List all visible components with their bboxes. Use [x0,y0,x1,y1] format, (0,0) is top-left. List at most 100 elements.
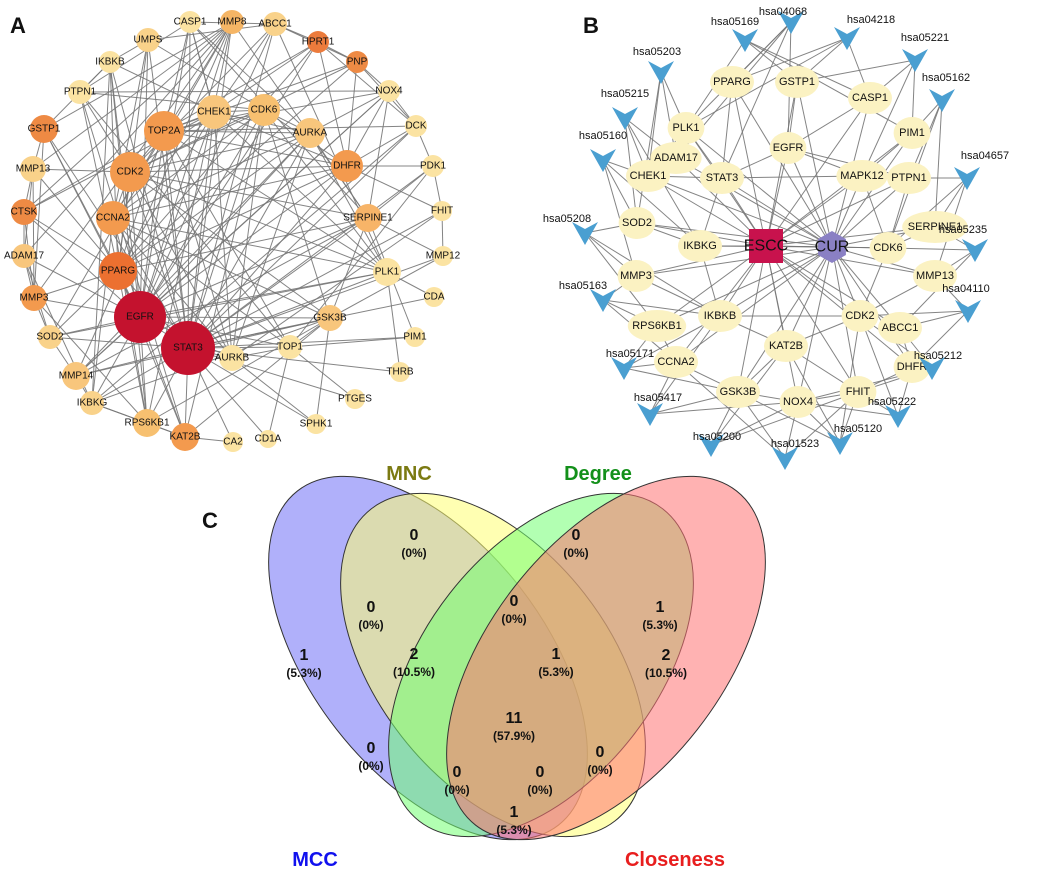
node-a-top1: TOP1 [277,335,303,359]
panel-label-a: A [10,13,26,38]
node-b-shape [732,29,758,52]
node-a-label: ABCC1 [258,19,292,30]
edge-a [187,111,215,349]
venn-region: 0(0%) [358,740,383,773]
node-a-aurka: AURKA [293,118,328,148]
edge-b [731,81,833,248]
node-b-label: PPARG [713,76,751,88]
node-b-shape [648,61,674,84]
edge-b [636,71,662,224]
node-b-shape [913,260,957,292]
node-a-label: GSK3B [313,313,347,324]
edge-a [112,217,388,273]
node-b-shape [955,300,981,323]
node-a-label: PDK1 [420,161,447,172]
node-a-shape [179,11,201,33]
node-b-label: SOD2 [622,217,652,229]
edge-a [231,21,369,219]
venn-region: 0(0%) [501,593,526,626]
node-a-shape [99,252,137,290]
venn-region: 0(0%) [527,764,552,797]
venn-region-percent: (0%) [563,546,588,560]
node-a-shape [307,31,329,53]
node-a-cda: CDA [423,287,445,307]
node-a-shape [80,391,104,415]
node-a-label: DHFR [333,161,361,172]
edge-a [317,41,348,167]
node-a-shape [331,150,363,182]
node-a-pim1: PIM1 [403,327,427,347]
node-a-mmp3: MMP3 [20,285,49,311]
node-b-label: PIM1 [899,127,925,139]
node-a-shape [295,118,325,148]
node-b-egfr: EGFR [769,132,807,164]
edge-b [647,71,662,177]
node-b-shape [902,211,968,243]
edge-a [147,39,265,111]
edge-b [721,21,792,179]
edge-a [117,270,148,424]
venn-region-count: 0 [410,527,419,544]
edge-a [117,41,319,272]
venn-region-count: 0 [367,599,376,616]
edge-b [765,97,871,247]
node-b-hsa05417: hsa05417 [634,392,682,426]
node-b-label: CUR [815,239,850,256]
node-a-dhfr: DHFR [331,150,363,182]
venn-region-count: 1 [300,647,309,664]
node-a-shape [161,321,215,375]
venn-set-closeness [446,475,766,841]
edge-a [129,132,311,173]
node-b-shape [626,160,670,192]
edge-b [656,246,833,327]
venn-region-counts: 0(0%)0(0%)1(5.3%)0(0%)0(0%)1(5.3%)2(10.5… [286,527,687,837]
node-a-shape [306,414,326,434]
node-b-shape [678,230,722,262]
node-a-shape [248,94,280,126]
node-b-shape [710,66,754,98]
node-a-thrb: THRB [386,362,414,382]
edge-a [79,91,119,272]
edge-b [744,39,913,134]
edge-a [163,41,319,132]
edge-a [139,111,215,318]
edge-b [765,245,913,368]
node-a-label: SOD2 [36,332,64,343]
venn-region-count: 11 [506,710,523,727]
venn-region: 0(0%) [444,764,469,797]
node-b-hsa05222: hsa05222 [868,396,916,428]
node-a-label: CHEK1 [197,107,231,118]
node-b-shape [590,149,616,172]
edge-b [675,361,786,459]
edge-b [785,246,833,347]
node-a-abcc1: ABCC1 [258,12,292,36]
node-b-hsa05212: hsa05212 [914,350,962,380]
node-b-hsa04657: hsa04657 [954,150,1009,190]
node-b-label: KAT2B [769,340,803,352]
node-b-shape [887,162,931,194]
edge-a [367,90,390,219]
node-b-shape [929,89,955,112]
node-b-shape [618,207,656,239]
node-a-shape [220,10,244,34]
edge-b [861,59,916,177]
edge-a [23,21,233,257]
edge-b [765,245,936,277]
edge-b [647,175,767,247]
node-a-egfr: EGFR [114,291,166,343]
edge-b [796,81,833,248]
node-a-shape [30,115,58,143]
node-a-plk1: PLK1 [373,258,401,286]
node-b-label: hsa04110 [942,283,990,295]
node-b-label: MMP3 [620,270,652,282]
edge-a [129,171,369,219]
edge-a [163,130,311,134]
node-b-cdk2: CDK2 [841,300,879,332]
node-a-label: MMP8 [218,17,247,28]
edge-a [187,347,356,400]
node-b-shape [827,432,853,455]
node-b-shape [841,300,879,332]
node-a-shape [68,80,92,104]
venn-region-count: 0 [596,744,605,761]
